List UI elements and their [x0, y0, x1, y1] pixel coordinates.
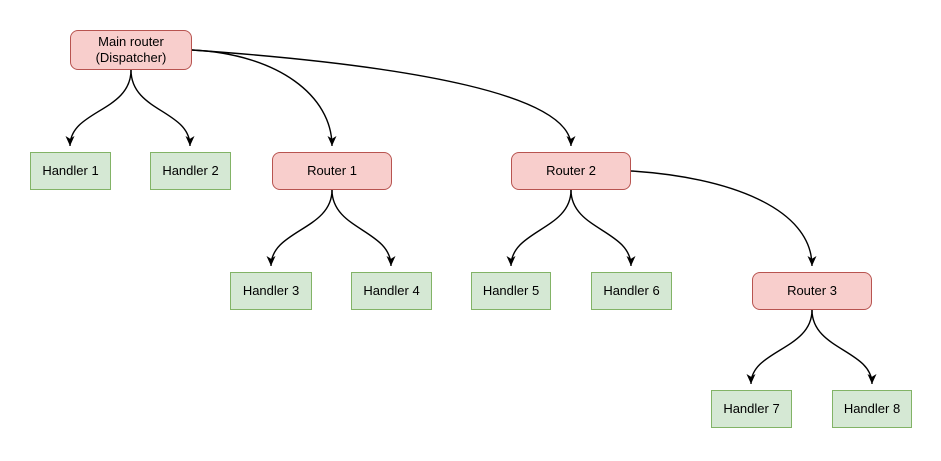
- edge-router-2-to-handler-5: [506, 189, 572, 267]
- node-router-1[interactable]: Router 1: [272, 152, 392, 190]
- edge-main-router-to-handler-2: [130, 69, 195, 147]
- edge-router-2-to-router-3: [630, 170, 817, 267]
- edge-main-router-to-handler-1: [65, 69, 132, 147]
- node-handler-4[interactable]: Handler 4: [351, 272, 432, 310]
- node-handler-7[interactable]: Handler 7: [711, 390, 792, 428]
- node-handler-1[interactable]: Handler 1: [30, 152, 111, 190]
- node-handler-2[interactable]: Handler 2: [150, 152, 231, 190]
- edge-router-1-to-handler-3: [266, 189, 333, 267]
- edge-main-router-to-router-1: [191, 49, 337, 147]
- edge-router-3-to-handler-8: [811, 309, 877, 385]
- node-handler-8[interactable]: Handler 8: [832, 390, 912, 428]
- node-handler-6[interactable]: Handler 6: [591, 272, 672, 310]
- edge-router-2-to-handler-6: [570, 189, 636, 267]
- node-main-router[interactable]: Main router (Dispatcher): [70, 30, 192, 70]
- node-handler-5[interactable]: Handler 5: [471, 272, 551, 310]
- node-handler-3[interactable]: Handler 3: [230, 272, 312, 310]
- node-router-3[interactable]: Router 3: [752, 272, 872, 310]
- edge-router-3-to-handler-7: [746, 309, 813, 385]
- node-router-2[interactable]: Router 2: [511, 152, 631, 190]
- edge-router-1-to-handler-4: [331, 189, 396, 267]
- edge-main-router-to-router-2: [191, 49, 576, 147]
